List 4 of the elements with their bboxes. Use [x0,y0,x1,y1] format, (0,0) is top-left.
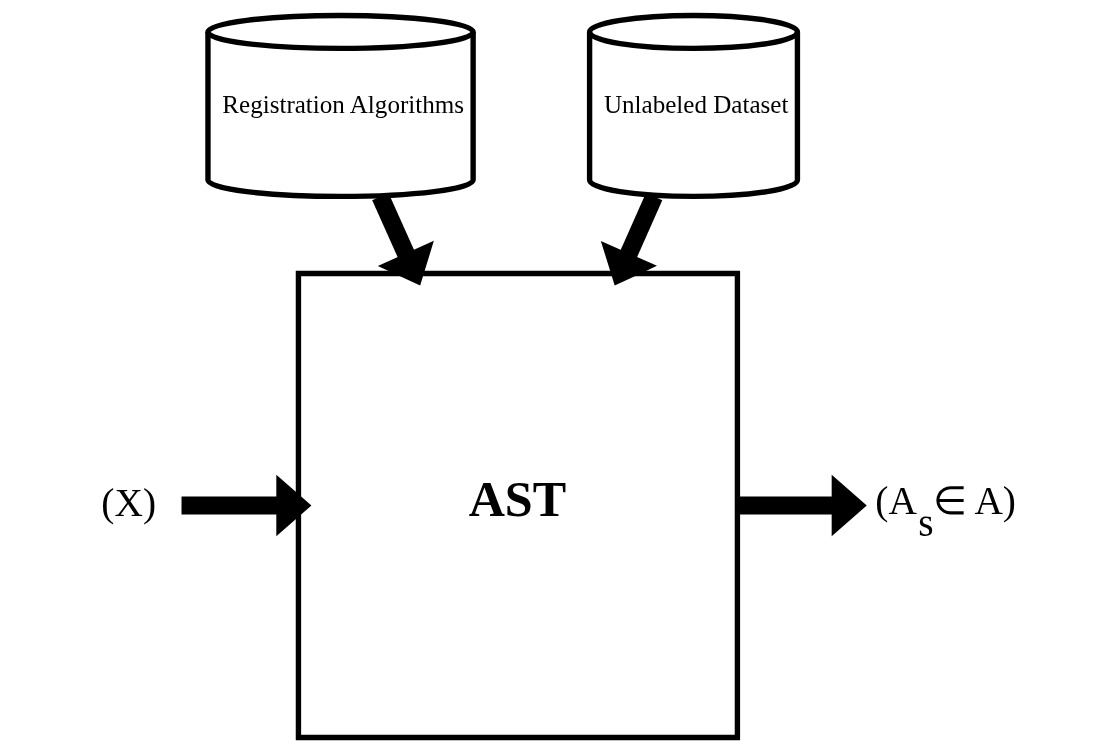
node-box: AST [295,270,740,741]
arrow [737,474,867,537]
node-text: (X) [100,480,156,525]
arrow [181,474,311,537]
